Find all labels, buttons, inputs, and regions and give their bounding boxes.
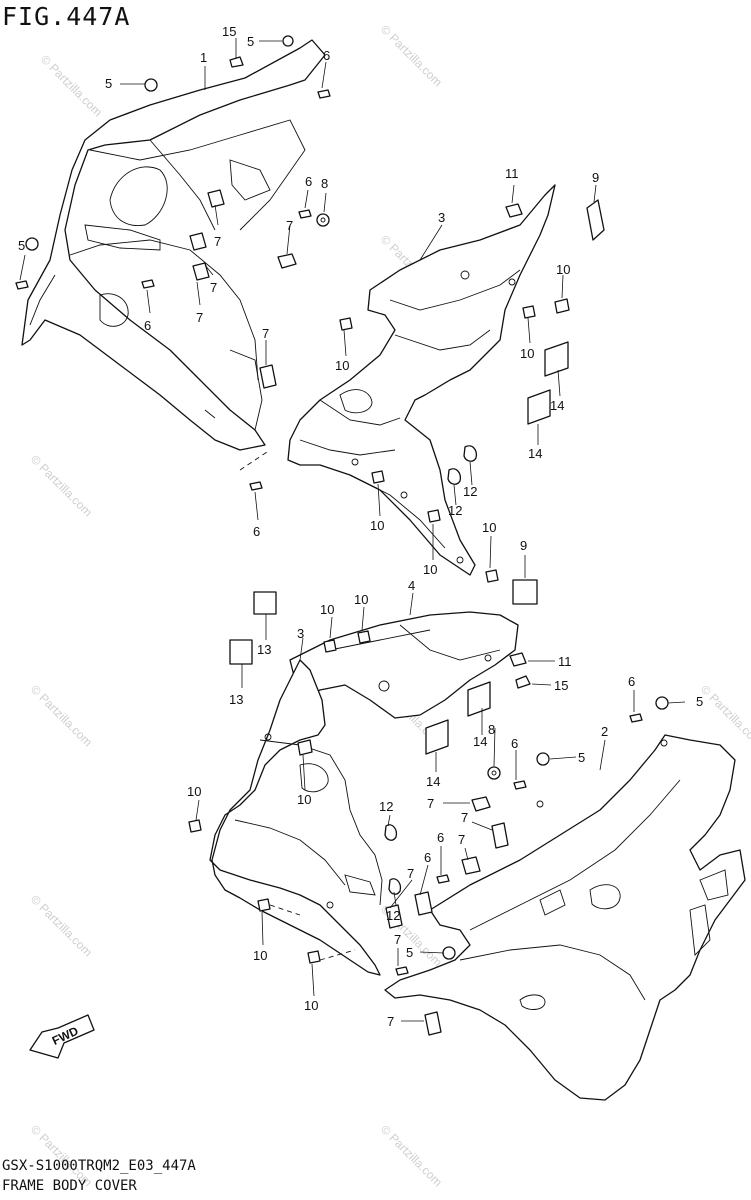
watermark-text: © Partzilla.com	[378, 1122, 445, 1189]
callout-2: 2	[601, 724, 608, 739]
callout-8: 8	[488, 722, 495, 737]
callout-10: 10	[253, 948, 267, 963]
callout-5: 5	[406, 945, 413, 960]
callout-15: 15	[222, 24, 236, 39]
callout-12: 12	[386, 908, 400, 923]
callout-7: 7	[407, 866, 414, 881]
callout-7: 7	[196, 310, 203, 325]
callout-7: 7	[387, 1014, 394, 1029]
callout-10: 10	[335, 358, 349, 373]
watermark-text: © Partzilla.com	[28, 892, 95, 959]
callout-7: 7	[214, 234, 221, 249]
callout-3: 3	[297, 626, 304, 641]
callout-6: 6	[305, 174, 312, 189]
callout-10: 10	[297, 792, 311, 807]
frame-cover-part-4	[289, 611, 519, 719]
watermark-text: © Partzilla.com	[28, 452, 95, 519]
callout-5: 5	[247, 34, 254, 49]
figure-code: GSX-S1000TRQM2_E03_447A	[2, 1158, 196, 1174]
callout-14: 14	[550, 398, 564, 413]
callout-12: 12	[463, 484, 477, 499]
callout-5: 5	[18, 238, 25, 253]
callout-10: 10	[482, 520, 496, 535]
callout-6: 6	[144, 318, 151, 333]
callout-10: 10	[304, 998, 318, 1013]
forward-direction-arrow: FWD	[29, 1014, 95, 1059]
callout-10: 10	[354, 592, 368, 607]
fwd-label: FWD	[50, 1024, 81, 1048]
callout-14: 14	[528, 446, 542, 461]
callout-10: 10	[187, 784, 201, 799]
callout-10: 10	[556, 262, 570, 277]
watermark-text: © Partzilla.com	[38, 52, 105, 119]
callout-14: 14	[473, 734, 487, 749]
callout-7: 7	[427, 796, 434, 811]
callout-5: 5	[578, 750, 585, 765]
callout-9: 9	[592, 170, 599, 185]
frame-cover-left-upper	[21, 39, 326, 451]
callout-7: 7	[458, 832, 465, 847]
frame-cover-mid-lower	[209, 659, 383, 976]
callout-7: 7	[262, 326, 269, 341]
leader-lines	[19, 38, 686, 1022]
callout-7: 7	[210, 280, 217, 295]
figure-name: FRAME BODY COVER	[2, 1178, 137, 1194]
callout-6: 6	[628, 674, 635, 689]
callout-13: 13	[257, 642, 271, 657]
callout-6: 6	[511, 736, 518, 751]
callout-13: 13	[229, 692, 243, 707]
hardware-parts	[15, 35, 669, 1036]
watermark-text: © Partzilla.com	[698, 682, 751, 749]
callout-12: 12	[448, 503, 462, 518]
callout-labels: 1 5 15 5 6 6 8 7 7 7 7 6 7 6 5 11 9 3 10…	[18, 24, 703, 1029]
callout-6: 6	[323, 48, 330, 63]
callout-11: 11	[505, 166, 519, 181]
callout-12: 12	[379, 799, 393, 814]
frame-cover-right-lower	[384, 734, 746, 1101]
callout-7: 7	[461, 810, 468, 825]
callout-14: 14	[426, 774, 440, 789]
callout-1: 1	[200, 50, 207, 65]
frame-cover-mid-upper	[287, 184, 556, 576]
callout-6: 6	[424, 850, 431, 865]
callout-10: 10	[320, 602, 334, 617]
callout-8: 8	[321, 176, 328, 191]
callout-10: 10	[370, 518, 384, 533]
callout-6: 6	[253, 524, 260, 539]
callout-3: 3	[438, 210, 445, 225]
callout-7: 7	[286, 218, 293, 233]
callout-10: 10	[520, 346, 534, 361]
callout-5: 5	[696, 694, 703, 709]
callout-15: 15	[554, 678, 568, 693]
watermark-text: © Partzilla.com	[378, 22, 445, 89]
callout-11: 11	[558, 654, 572, 669]
callout-4: 4	[408, 578, 415, 593]
callout-6: 6	[437, 830, 444, 845]
figure-title: FIG.447A	[2, 2, 131, 31]
watermark-text: © Partzilla.com	[28, 682, 95, 749]
callout-10: 10	[423, 562, 437, 577]
callout-9: 9	[520, 538, 527, 553]
callout-5: 5	[105, 76, 112, 91]
callout-7: 7	[394, 932, 401, 947]
